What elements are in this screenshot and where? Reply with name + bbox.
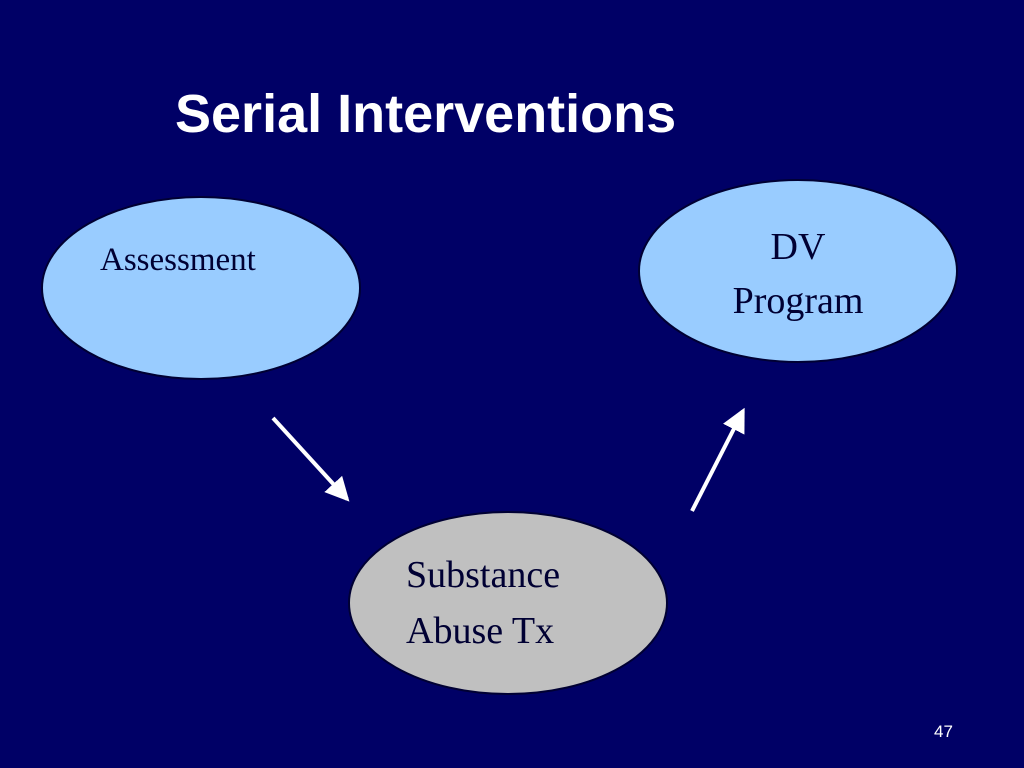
assessment-node (41, 196, 361, 380)
substance-abuse-line-1: Substance (406, 554, 561, 596)
dv-program-label: DV Program (688, 220, 908, 328)
slide-title: Serial Interventions (175, 84, 677, 144)
dv-program-line-1: DV (770, 226, 826, 268)
substance-abuse-label: Substance Abuse Tx (406, 547, 560, 659)
substance-to-dv-arrow (690, 407, 745, 512)
substance-abuse-line-2: Abuse Tx (406, 610, 555, 652)
assessment-label: Assessment (100, 242, 256, 278)
dv-program-line-2: Program (732, 280, 864, 322)
page-number: 47 (934, 722, 953, 741)
dv-program-node (638, 179, 958, 363)
substance-abuse-node (348, 511, 668, 695)
assessment-to-substance-arrow (271, 416, 350, 502)
